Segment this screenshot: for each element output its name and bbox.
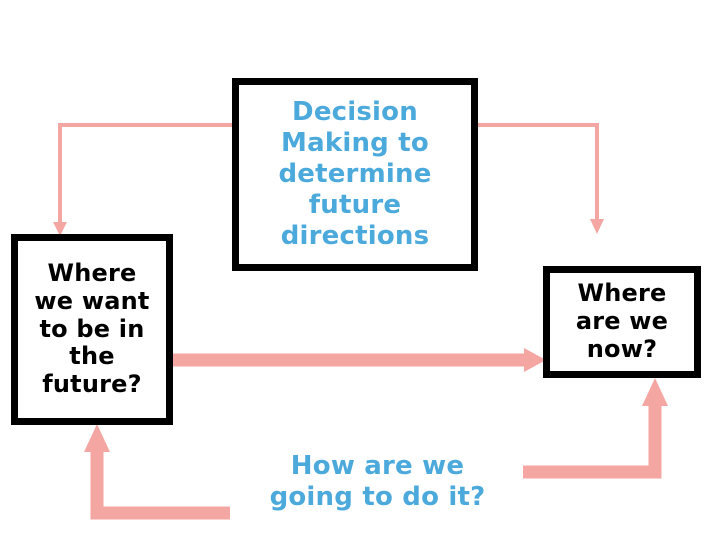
node-where-we-want-to-be-label: Where we want to be in the future? [34,258,150,399]
node-where-are-we-now[interactable]: Where are we now? [543,266,701,378]
connector-decision-to-future [53,123,232,236]
node-how-are-we-going-to-do-it[interactable]: How are we going to do it? [232,440,523,524]
connector-decision-to-now [478,123,604,234]
node-where-we-want-to-be[interactable]: Where we want to be in the future? [11,234,173,425]
node-where-are-we-now-label: Where are we now? [575,279,669,363]
node-how-are-we-going-to-do-it-label: How are we going to do it? [269,450,486,512]
connector-how-to-future [84,424,230,520]
connector-future-to-now [170,348,546,372]
node-decision-making-label: Decision Making to determine future dire… [278,96,432,252]
node-decision-making[interactable]: Decision Making to determine future dire… [232,78,478,271]
connector-how-to-now [520,378,668,479]
